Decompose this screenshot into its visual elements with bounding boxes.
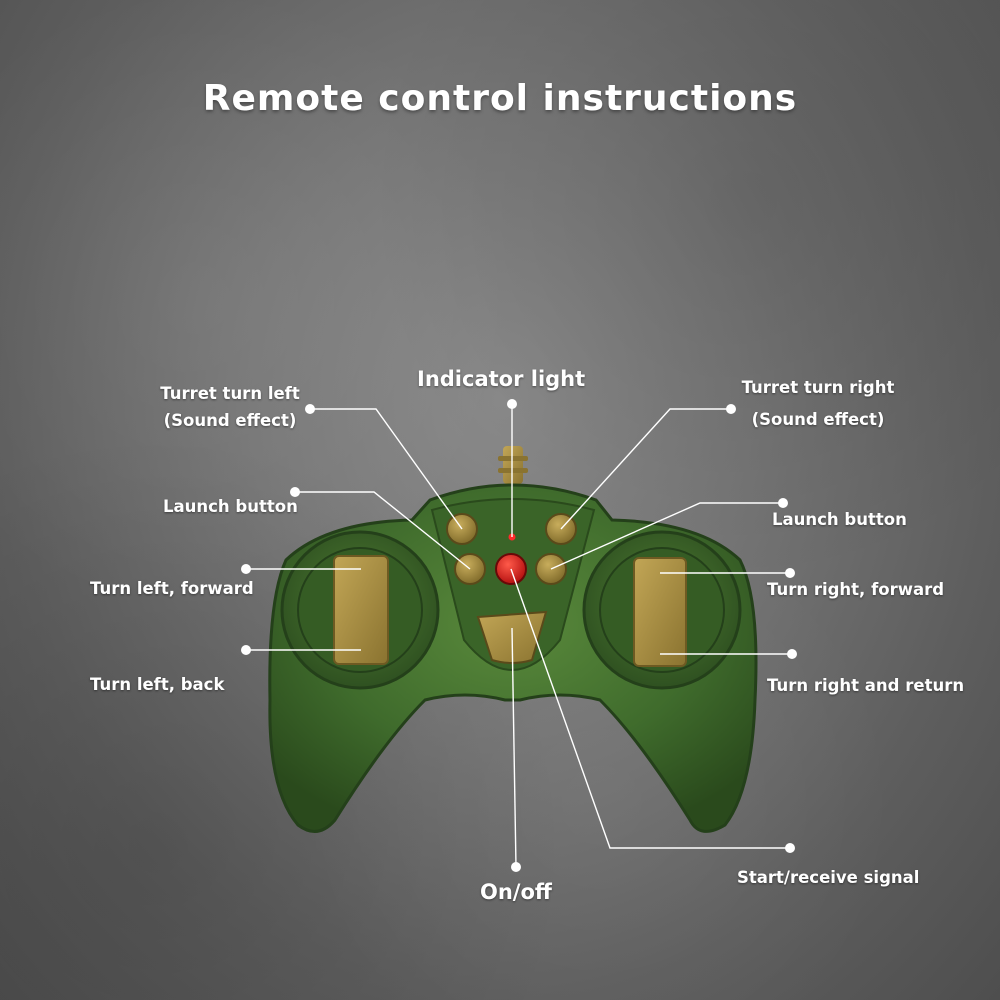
label-turret-left: Turret turn left (Sound effect) [150, 384, 310, 430]
label-turn-left-forward: Turn left, forward [90, 579, 254, 598]
page-title: Remote control instructions [202, 78, 798, 119]
leader-lines [246, 404, 792, 868]
label-on-off: On/off [480, 880, 552, 904]
label-turret-left-line2: (Sound effect) [163, 411, 297, 430]
leader-dots [241, 399, 797, 872]
label-turn-right-return: Turn right and return [767, 676, 965, 695]
right-dial[interactable] [582, 530, 742, 690]
label-turret-right: Turret turn right (Sound effect) [726, 378, 910, 429]
right-stick[interactable] [633, 557, 687, 667]
left-stick[interactable] [333, 555, 389, 665]
label-start-receive: Start/receive signal [737, 868, 920, 887]
label-indicator-light: Indicator light [417, 367, 586, 391]
label-launch-left: Launch button [163, 497, 298, 516]
label-turret-left-line1: Turret turn left [160, 384, 300, 403]
label-launch-right: Launch button [772, 510, 907, 529]
label-turn-right-forward: Turn right, forward [767, 580, 945, 599]
antenna [498, 446, 528, 484]
label-turret-right-line2: (Sound effect) [751, 410, 885, 429]
label-turret-right-line1: Turret turn right [741, 378, 895, 397]
label-turn-left-back: Turn left, back [90, 675, 225, 694]
left-dial[interactable] [280, 530, 440, 690]
